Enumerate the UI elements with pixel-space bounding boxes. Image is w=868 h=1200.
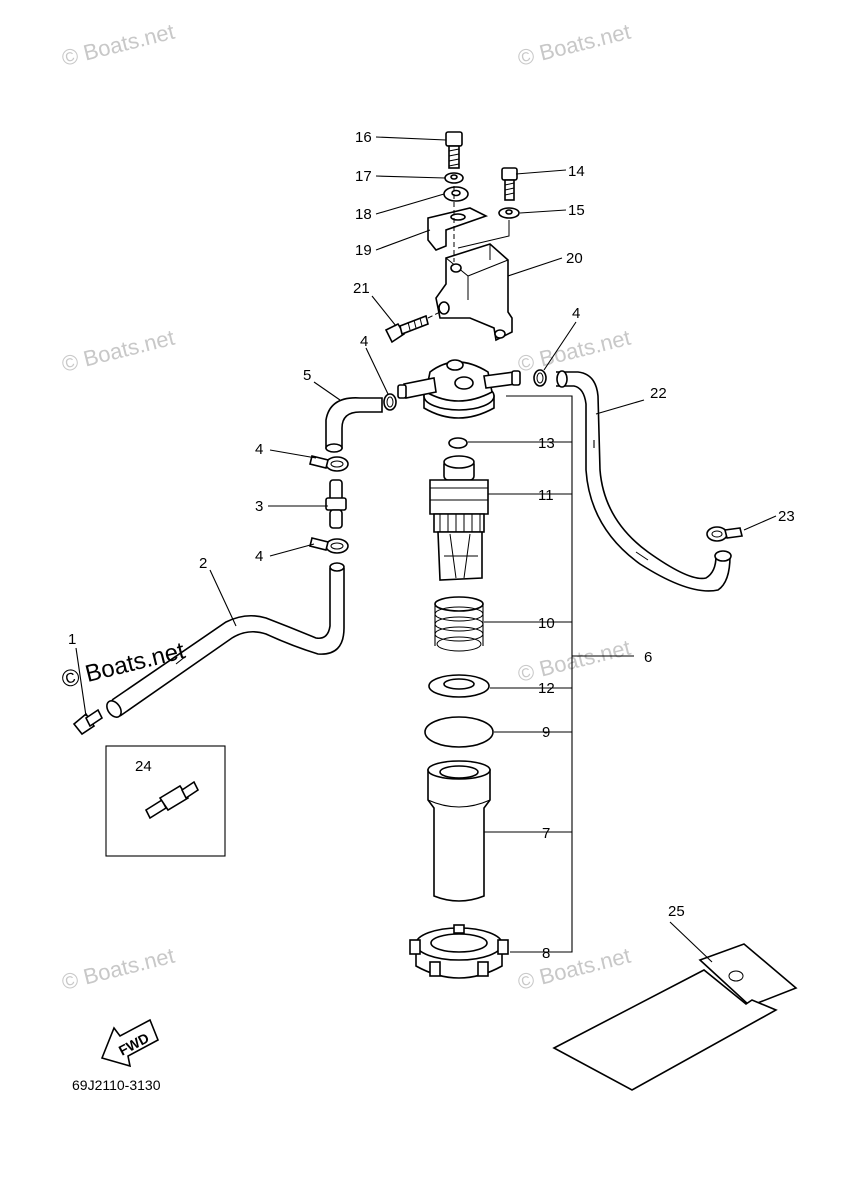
callout-16: 16 [355, 129, 372, 146]
callout-15: 15 [568, 202, 585, 219]
callout-17: 17 [355, 168, 372, 185]
part-21-bolt[interactable] [384, 314, 429, 344]
part-9-o-ring[interactable] [424, 716, 494, 748]
part-22-hose[interactable] [556, 370, 732, 592]
callout-12: 12 [538, 680, 555, 697]
part-19-plate[interactable] [427, 207, 489, 251]
watermark-bottom-left: © Boats.net [59, 943, 177, 995]
part-17-washer[interactable] [444, 172, 464, 184]
part-25-bag[interactable] [552, 943, 798, 1091]
part-18-washer[interactable] [443, 186, 469, 202]
callout-4-lower: 4 [255, 548, 263, 565]
watermark-center-right: © Boats.net [515, 635, 633, 687]
callout-7: 7 [542, 825, 550, 842]
filter-head[interactable] [397, 359, 521, 419]
callout-leaders [75, 136, 777, 963]
part-5-hose[interactable] [325, 397, 383, 453]
diagram-code: 69J2110-3130 [72, 1077, 161, 1093]
part-3-joint[interactable] [325, 479, 347, 529]
callout-25: 25 [668, 903, 685, 920]
watermark-mid-left: © Boats.net [59, 325, 177, 377]
callout-9: 9 [542, 724, 550, 741]
callout-21: 21 [353, 280, 370, 297]
part-10-spring[interactable] [434, 596, 484, 652]
callout-13: 13 [538, 435, 555, 452]
part-12-washer[interactable] [428, 674, 490, 698]
callout-19: 19 [355, 242, 372, 259]
part-20-bracket[interactable] [435, 243, 513, 342]
part-4-clip-left-head[interactable] [383, 393, 397, 411]
callout-4-head-right: 4 [572, 305, 580, 322]
part-4-clip-upper[interactable] [309, 455, 349, 472]
callout-8: 8 [542, 945, 550, 962]
callout-10: 10 [538, 615, 555, 632]
callout-6: 6 [644, 649, 652, 666]
watermark-top-left: © Boats.net [59, 19, 177, 71]
callout-23: 23 [778, 508, 795, 525]
part-11-element[interactable] [429, 455, 489, 581]
part-7-bowl[interactable] [427, 760, 491, 902]
part-4-clip-right-head[interactable] [533, 369, 547, 387]
callout-24: 24 [135, 758, 152, 775]
callout-1: 1 [68, 631, 76, 648]
part-2-hose[interactable] [104, 562, 345, 720]
part-24-box [105, 745, 226, 857]
part-14-bolt[interactable] [501, 167, 518, 201]
part-15-washer[interactable] [498, 207, 520, 219]
fwd-arrow-icon: FWD [100, 1018, 160, 1068]
watermark-bottom-right: © Boats.net [515, 943, 633, 995]
callout-4-upper: 4 [255, 441, 263, 458]
part-24-joint[interactable] [144, 780, 200, 820]
callout-14: 14 [568, 163, 585, 180]
part-13-o-ring[interactable] [448, 437, 468, 449]
part-4-clip-lower[interactable] [309, 537, 349, 554]
callout-20: 20 [566, 250, 583, 267]
part-23-clip[interactable] [706, 526, 743, 542]
callout-11: 11 [538, 487, 554, 504]
part-16-bolt[interactable] [445, 131, 463, 169]
callout-18: 18 [355, 206, 372, 223]
callout-4-head-left: 4 [360, 333, 368, 350]
part-1-fitting[interactable] [72, 708, 104, 736]
callout-22: 22 [650, 385, 667, 402]
callout-2: 2 [199, 555, 207, 572]
callout-5: 5 [303, 367, 311, 384]
watermark-mid-right: © Boats.net [515, 325, 633, 377]
watermark-top-right: © Boats.net [515, 19, 633, 71]
part-8-ring-nut[interactable] [409, 924, 509, 979]
callout-3: 3 [255, 498, 263, 515]
